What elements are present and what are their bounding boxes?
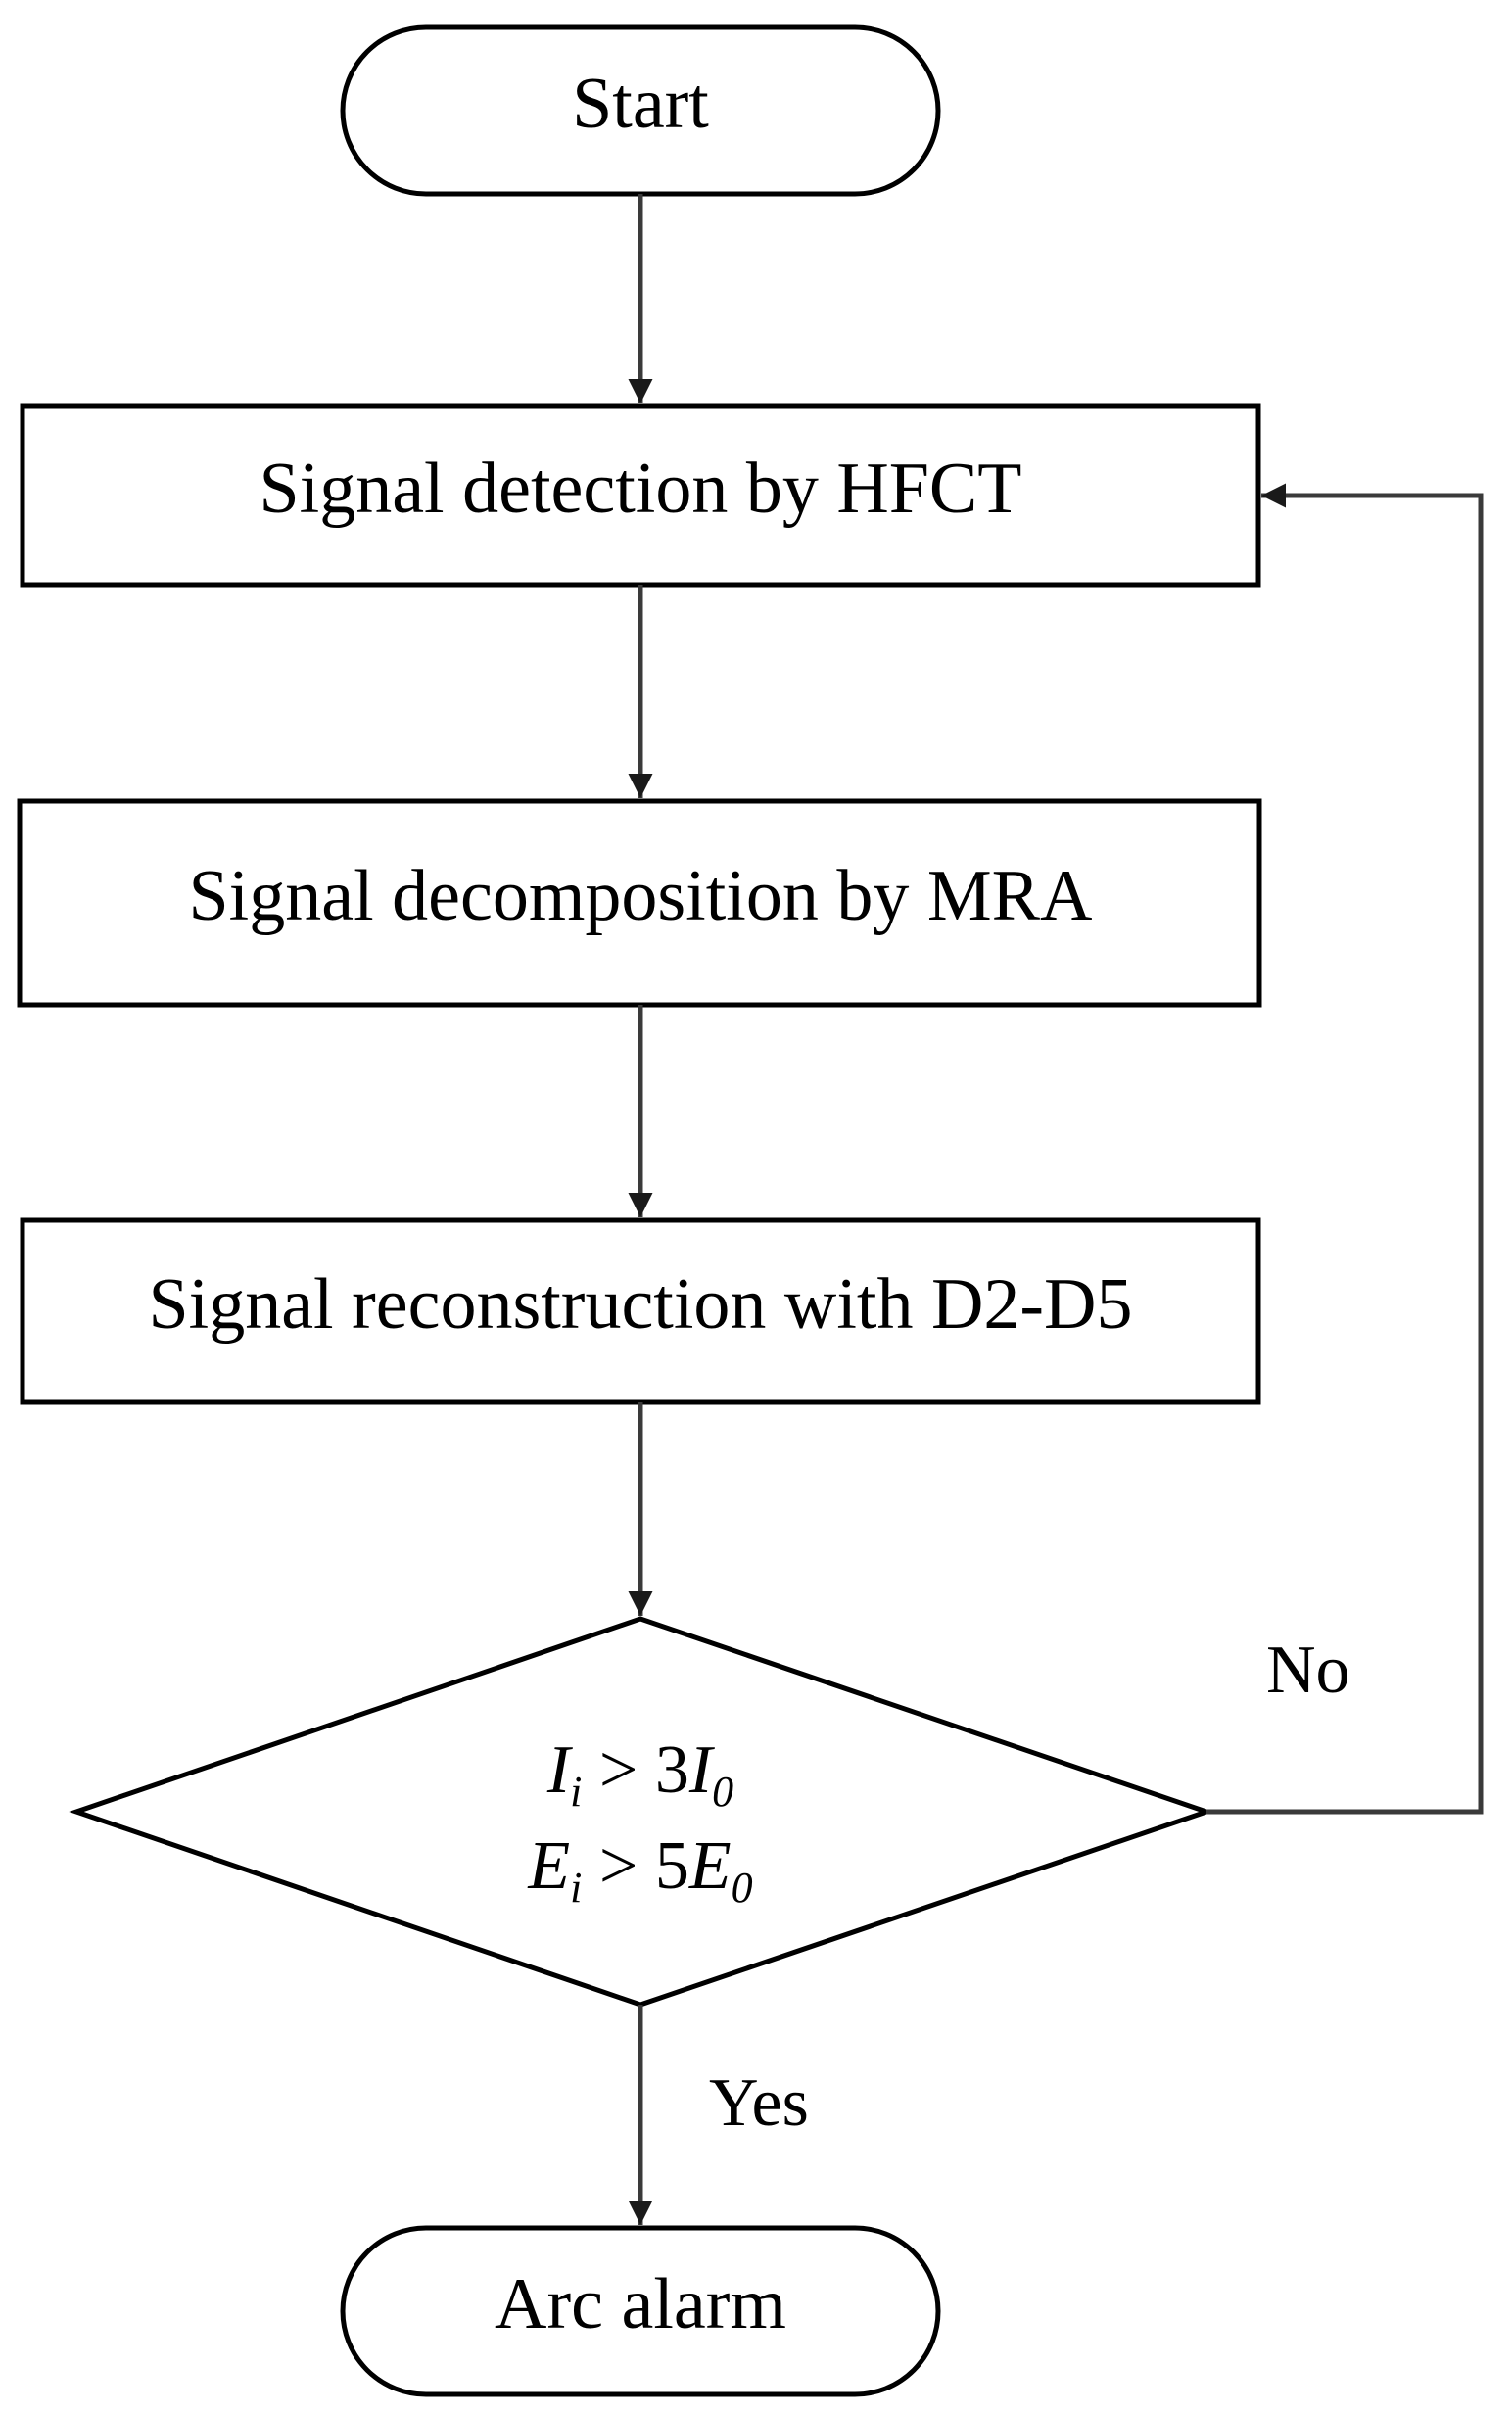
decision-condition-1-rhs-sub: 0 — [712, 1768, 733, 1816]
decision-condition-2-sub: i — [570, 1864, 582, 1912]
decomposition-node: Signal decomposition by MRA — [17, 798, 1262, 1008]
decision-condition-2-var: E — [527, 1828, 570, 1904]
reconstruction-node-label: Signal reconstruction with D2-D5 — [149, 1264, 1133, 1345]
decomposition-node-shape — [17, 798, 1262, 1008]
edge-label-yes: Yes — [709, 2065, 809, 2141]
arrow-decision-no-loop — [1206, 483, 1484, 1815]
alarm-node-shape — [340, 2225, 941, 2397]
reconstruction-node-shape — [20, 1217, 1261, 1405]
alarm-node-label: Arc alarm — [495, 2264, 786, 2344]
decision-condition-2-rhs-sub: 0 — [732, 1864, 753, 1912]
edge-label-no: No — [1266, 1633, 1350, 1708]
decision-node: Ii > 3I0 Ei > 5E0 — [69, 1616, 1214, 2008]
decision-condition-1: Ii > 3I0 — [546, 1732, 733, 1816]
decision-condition-1-var: I — [546, 1732, 574, 1808]
detection-node-shape — [20, 403, 1261, 588]
decision-condition-2: Ei > 5E0 — [527, 1828, 752, 1912]
connectors — [628, 194, 1484, 2225]
decision-node-shape — [69, 1616, 1214, 2008]
start-node-label: Start — [572, 64, 709, 144]
detection-node-label: Signal detection by HFCT — [260, 449, 1022, 529]
detection-node: Signal detection by HFCT — [20, 403, 1261, 588]
decision-condition-2-rhs: E — [688, 1828, 732, 1904]
decision-condition-1-op: > 3 — [582, 1732, 688, 1808]
start-node: Start — [340, 24, 941, 197]
decision-condition-1-sub: i — [570, 1768, 582, 1816]
alarm-node: Arc alarm — [340, 2225, 941, 2397]
decision-condition-2-op: > 5 — [582, 1828, 688, 1904]
decision-condition-1-rhs: I — [688, 1732, 716, 1808]
reconstruction-node: Signal reconstruction with D2-D5 — [20, 1217, 1261, 1405]
decomposition-node-label: Signal decomposition by MRA — [189, 856, 1093, 936]
